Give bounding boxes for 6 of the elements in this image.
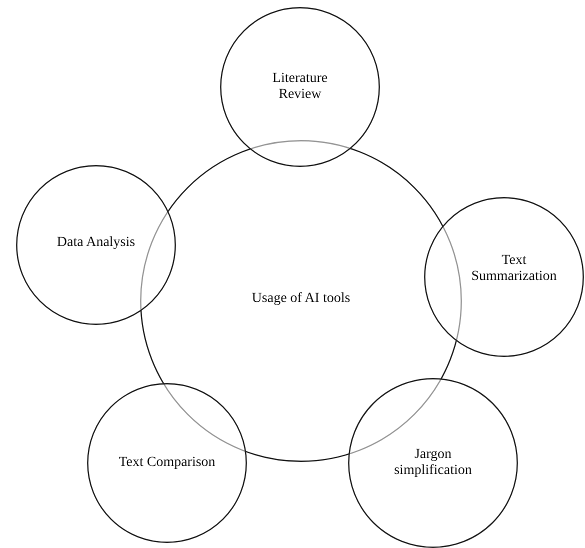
circle-label: Text Comparison (118, 454, 216, 472)
circle-label: Usage of AI tools (250, 290, 352, 308)
circle-label: Literature Review (271, 70, 329, 104)
circle-label: Text Summarization (470, 252, 558, 286)
circle-label: Jargon simplification (393, 446, 473, 480)
circle-label: Data Analysis (56, 234, 136, 252)
